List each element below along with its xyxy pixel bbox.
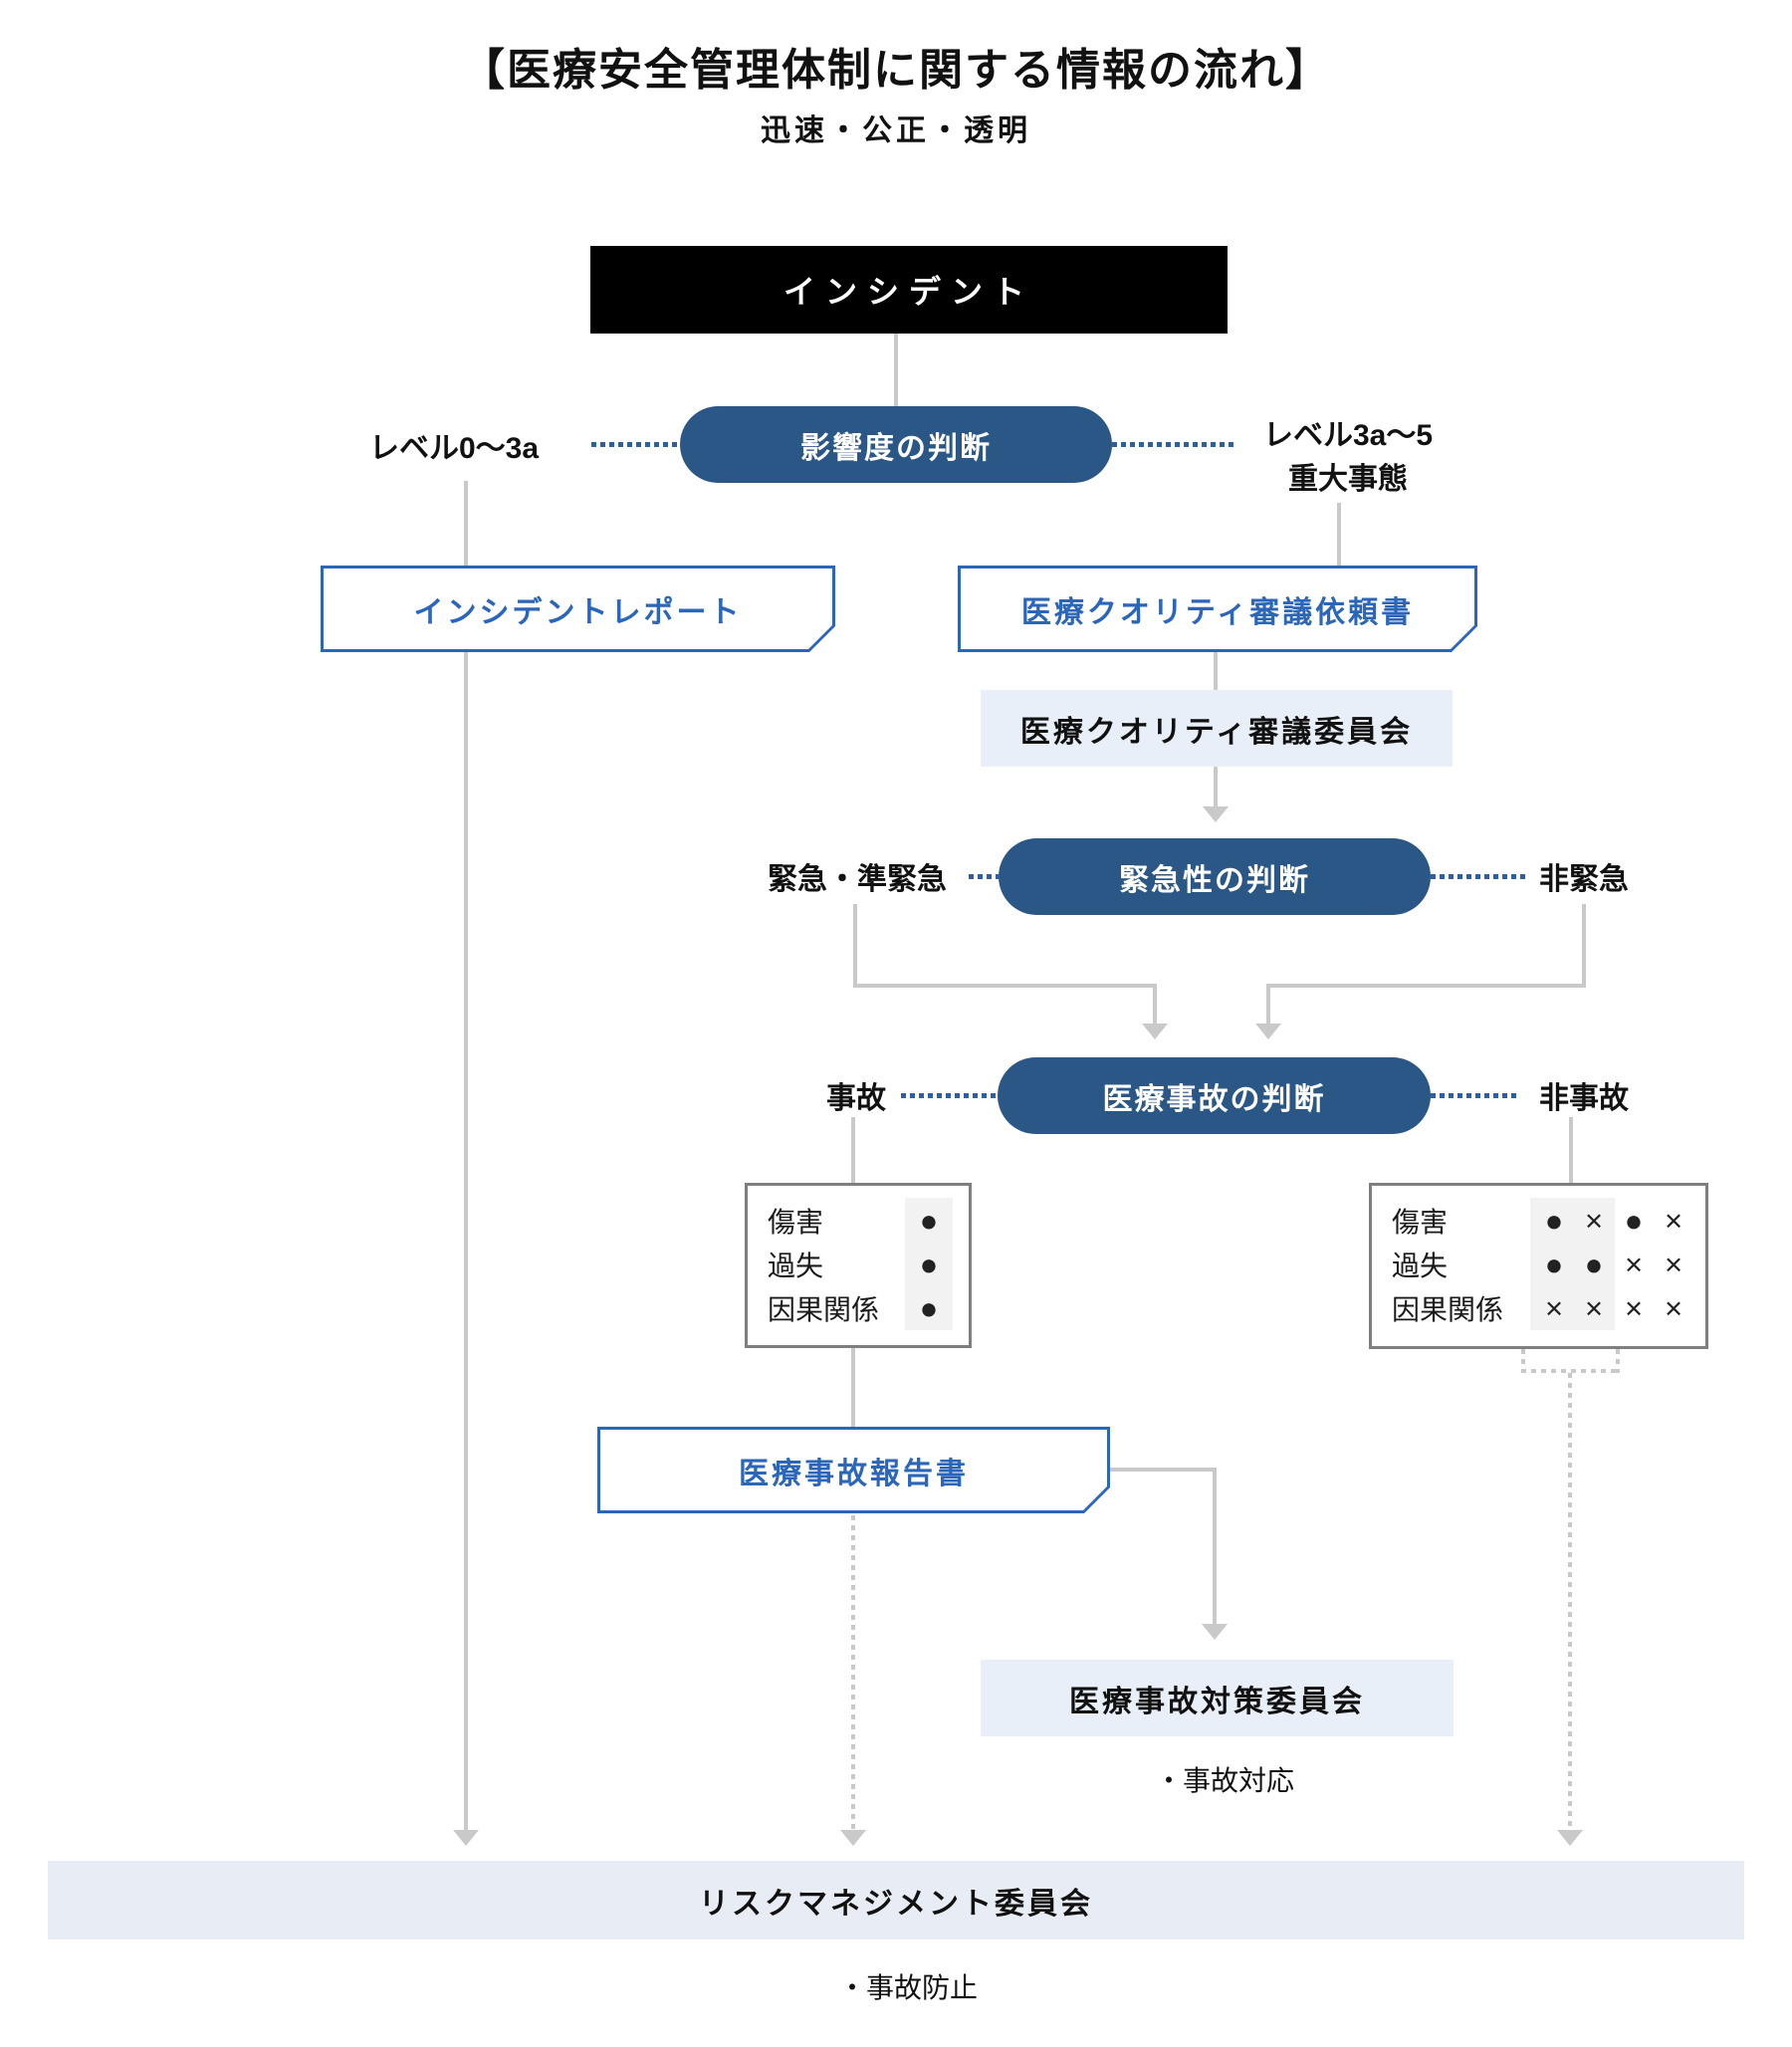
label-level-high-line2: 重大事態 [1288,463,1408,496]
node-medical-accident-report: 医療事故報告書 [597,1427,1110,1513]
connector-serious-request [1337,503,1341,566]
matrix-mark: × [1664,1290,1683,1326]
matrix-mark: ● [1584,1247,1604,1282]
node-impact-judgment-label: 影響度の判断 [800,431,992,465]
dotted-notaccident-riskbar [1568,1373,1572,1830]
matrix-row-label: 傷害 [1392,1207,1449,1238]
page-title: 【医療安全管理体制に関する情報の流れ】 [461,46,1331,95]
dotted-accident-left [901,1093,998,1098]
node-medical-accident-judgment: 医療事故の判断 [998,1057,1431,1134]
elbow-noturgent-down [1582,904,1586,988]
arrowhead-noturgent [1255,1024,1281,1039]
node-risk-management-committee-label: リスクマネジメント委員会 [699,1887,1093,1921]
dotted-urgency-left [969,874,999,879]
elbow-report-down [1213,1468,1217,1626]
matrix-mark: ● [1624,1203,1644,1239]
node-accident-response-committee: 医療事故対策委員会 [981,1660,1454,1736]
arrowhead-response-committee [1202,1624,1228,1640]
matrix-row: 過失 ● ● × × [1372,1242,1705,1287]
connector-level-low-riskbar [464,481,468,1830]
arrowhead-urgent [1142,1024,1168,1039]
elbow-report-across [1110,1468,1217,1472]
node-incident-report-face: インシデントレポート [324,569,832,649]
connector-notaccident-table [1569,1117,1573,1183]
matrix-not-accident-strip [1530,1198,1615,1330]
matrix-row: 傷害 ● [748,1198,969,1244]
node-quality-review-request-face: 医療クオリティ審議依頼書 [961,569,1474,649]
note-accident-response: ・事故対応 [1154,1765,1294,1796]
matrix-mark: × [1544,1290,1564,1326]
matrix-not-accident: 傷害 ● × ● × 過失 ● ● × × 因果関係 × × × × [1369,1183,1708,1349]
matrix-row: 傷害 ● × ● × [1372,1198,1705,1244]
connector-request-committee [1214,652,1218,690]
matrix-row: 因果関係 ● [748,1285,969,1331]
note-accident-prevention: ・事故防止 [837,1972,978,2003]
dotted-report-riskbar [851,1515,855,1830]
page-subtitle: 迅速・公正・透明 [761,114,1031,147]
matrix-row-label: 傷害 [768,1207,824,1238]
node-medical-accident-judgment-label: 医療事故の判断 [1102,1082,1326,1116]
dotted-impact-left [591,442,680,447]
matrix-mark: × [1624,1290,1644,1326]
bracket-left-stub [1521,1349,1525,1373]
connector-committee-urgency [1214,767,1218,808]
label-accident: 事故 [826,1082,886,1115]
matrix-mark: × [1664,1247,1683,1282]
matrix-mark: ● [919,1290,939,1326]
node-incident-report-label: インシデントレポート [413,595,743,629]
matrix-mark: × [1624,1247,1644,1282]
label-level-high-line1: レベル3a〜5 [1262,419,1434,452]
matrix-accident: 傷害 ● 過失 ● 因果関係 ● [745,1183,972,1348]
matrix-mark: ● [919,1203,939,1239]
dotted-impact-right [1112,442,1236,447]
arrowhead-left-riskbar [453,1830,479,1846]
label-urgent: 緊急・準緊急 [768,863,947,896]
label-level-low: レベル0〜3a [368,432,540,465]
matrix-mark: ● [1544,1247,1564,1282]
node-quality-review-request: 医療クオリティ審議依頼書 [958,566,1477,652]
matrix-mark: × [1584,1203,1604,1239]
matrix-row-label: 過失 [768,1251,824,1281]
label-not-accident: 非事故 [1539,1082,1629,1115]
elbow-urgent-across [853,984,1157,988]
bracket-bottom [1521,1369,1621,1373]
node-incident-report: インシデントレポート [321,566,835,652]
node-quality-review-committee: 医療クオリティ審議委員会 [981,690,1453,767]
dotted-accident-right [1431,1093,1518,1098]
elbow-urgent-down [853,904,857,988]
matrix-accident-strip [905,1198,953,1330]
arrowhead-report-riskbar [840,1830,866,1846]
label-not-urgent: 非緊急 [1539,863,1629,896]
matrix-row: 過失 ● [748,1242,969,1287]
node-medical-accident-report-label: 医療事故報告書 [739,1457,969,1490]
node-incident: インシデント [590,246,1228,334]
node-accident-response-committee-label: 医療事故対策委員会 [1069,1685,1365,1718]
arrowhead-notaccident-riskbar [1557,1830,1583,1846]
dotted-urgency-right [1431,874,1525,879]
elbow-noturgent-drop [1266,984,1270,1025]
node-urgency-judgment-label: 緊急性の判断 [1119,863,1310,897]
elbow-noturgent-across [1270,984,1586,988]
node-risk-management-committee: リスクマネジメント委員会 [48,1861,1744,1939]
node-urgency-judgment: 緊急性の判断 [999,838,1431,915]
matrix-mark: × [1664,1203,1683,1239]
matrix-row-label: 因果関係 [768,1294,880,1325]
matrix-row: 因果関係 × × × × [1372,1285,1705,1331]
matrix-mark: ● [919,1247,939,1282]
connector-incident-impact [894,334,898,406]
node-medical-accident-report-face: 医療事故報告書 [600,1430,1107,1510]
node-incident-label: インシデント [783,274,1034,310]
node-impact-judgment: 影響度の判断 [680,406,1112,483]
node-quality-review-request-label: 医療クオリティ審議依頼書 [1020,595,1415,629]
node-quality-review-committee-label: 医療クオリティ審議委員会 [1019,715,1414,749]
bracket-right-stub [1616,1349,1620,1373]
matrix-row-label: 因果関係 [1392,1294,1504,1325]
matrix-row-label: 過失 [1392,1251,1449,1281]
elbow-urgent-drop [1153,984,1157,1025]
matrix-mark: ● [1544,1203,1564,1239]
matrix-mark: × [1584,1290,1604,1326]
arrowhead-urgency [1203,806,1229,822]
